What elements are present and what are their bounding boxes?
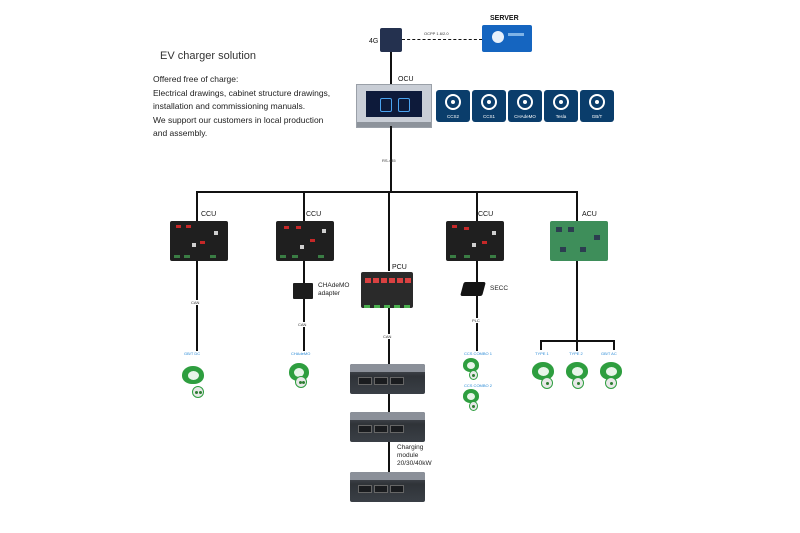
modem-ocu-link [390,52,392,84]
ccu-1-board [170,221,228,261]
plug-label-ccs-a: CCS COMBO 1 [464,351,493,356]
drop-line [303,191,305,221]
ccu-2-label: CCU [306,211,322,218]
ccu-3-board [446,221,504,261]
chademo-socket-icon [295,376,307,388]
chademo-adapter-label: CHAdeMO adapter [318,282,350,297]
acu-split-line [613,340,615,350]
ccs-2-plug-icon [463,389,479,403]
ccs-2-socket-icon [469,401,478,411]
ocu-bus-link [390,126,392,192]
module-link-line [388,394,390,412]
gbt-dc-plug-icon [182,366,204,384]
ocpp-dashed-link [402,39,482,40]
server-box [482,25,532,52]
acu-split-line [540,340,614,342]
description-line: We support our customers in local produc… [153,114,324,125]
description-line: installation and commissioning manuals. [153,101,306,111]
ocu-panel [356,84,432,128]
chademo-adapter-box [293,283,313,299]
pcu-board [361,272,413,308]
drop-line [576,191,578,221]
description-line: and assembly. [153,128,208,138]
ccu-3-label: CCU [478,211,494,218]
can-label: CAN [383,334,392,339]
main-bus-line [196,191,577,193]
description-line: Electrical drawings, cabinet structure d… [153,87,331,98]
connector-tile-tesla: Tesla [544,90,578,122]
module-link-line [388,442,390,472]
connector-tile-chademo: CHAdeMO [508,90,542,122]
plug-label-type2: TYPE 2 [569,351,583,356]
pcu-label: PCU [392,264,407,271]
ccu-2-board [276,221,334,261]
ccs-1-socket-icon [469,370,478,380]
charging-module-label: Charging module 20/30/40kW [397,444,432,467]
plc-label: PLC [472,318,480,323]
acu-label: ACU [582,211,597,218]
ocu-label: OCU [398,76,414,83]
modem-label: 4G [369,38,379,45]
can-label: CAN [298,322,307,327]
acu-board [550,221,608,261]
secc-box [460,282,486,296]
description-block: Offered free of charge: Electrical drawi… [153,73,353,141]
plug-label-type1: TYPE 1 [535,351,549,356]
plug-label-ccs-b: CCS COMBO 2 [464,383,493,388]
charging-module-3 [350,472,425,502]
description-line: Offered free of charge: [153,74,239,84]
gbt-ac-socket-icon [605,377,617,389]
ccu-2-can-line [303,261,305,351]
gbt-dc-socket-icon [192,386,204,398]
plug-label-gbt-ac: GB/T AC [601,351,617,356]
can-label: CAN [191,300,200,305]
drop-line [388,191,390,271]
charging-module-1 [350,364,425,394]
acu-line [576,261,578,351]
ccu-3-plc-line [476,261,478,351]
secc-label: SECC [490,285,509,292]
acu-split-line [540,340,542,350]
charging-module-2 [350,412,425,442]
drop-line [196,191,198,221]
ccs-1-plug-icon [463,358,479,372]
type1-plug-icon [532,362,554,380]
connector-tile-gbt: GB/T [580,90,614,122]
plug-label-chademo: CHAdeMO [291,351,311,356]
ccu-1-label: CCU [201,211,217,218]
type1-socket-icon [541,377,553,389]
server-label: SERVER [490,15,519,22]
type2-socket-icon [572,377,584,389]
drop-line [476,191,478,221]
plug-label-gbt-dc: GB/T DC [184,351,201,356]
bus-label: RS-485 [382,158,396,163]
connector-tile-ccs2: CCS2 [436,90,470,122]
type2-plug-icon [566,362,588,380]
modem-4g-icon [380,28,402,52]
protocol-label: OCPP 1.6/2.0 [424,31,449,36]
gbt-ac-plug-icon [600,362,622,380]
connector-tile-ccs1: CCS1 [472,90,506,122]
page-title: EV charger solution [160,50,256,62]
ccu-1-can-line [196,261,198,351]
